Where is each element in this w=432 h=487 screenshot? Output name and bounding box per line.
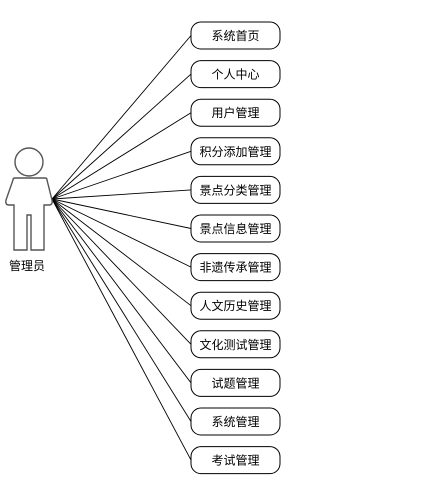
use-case-label: 景点信息管理 <box>199 221 271 236</box>
association-line <box>51 198 192 345</box>
association-line <box>51 198 192 422</box>
use-case: 个人中心 <box>190 60 281 89</box>
actor-label: 管理员 <box>9 258 45 273</box>
use-case: 系统首页 <box>190 21 281 50</box>
use-case-box <box>190 407 281 436</box>
use-case-box <box>190 291 281 320</box>
association-line <box>51 198 192 229</box>
use-case-label: 景点分类管理 <box>199 182 271 197</box>
use-case-label: 文化测试管理 <box>199 337 271 352</box>
use-case: 系统管理 <box>190 407 281 436</box>
use-case: 积分添加管理 <box>190 137 281 166</box>
association-line <box>51 198 192 384</box>
use-case-label: 积分添加管理 <box>199 144 271 159</box>
use-case-box <box>190 330 281 359</box>
association-lines <box>51 35 192 461</box>
use-case-label: 试题管理 <box>211 375 259 390</box>
association-line <box>51 35 192 200</box>
use-case-box <box>190 446 281 475</box>
association-line <box>51 112 192 200</box>
use-case-label: 考试管理 <box>211 453 259 468</box>
use-case-label: 个人中心 <box>211 67 259 82</box>
association-line <box>51 198 192 268</box>
use-case-box <box>190 21 281 50</box>
use-case-box <box>190 253 281 282</box>
use-case-box <box>190 175 281 204</box>
use-case: 人文历史管理 <box>190 291 281 320</box>
use-case-box <box>190 137 281 166</box>
use-case: 景点信息管理 <box>190 214 281 243</box>
use-case: 文化测试管理 <box>190 330 281 359</box>
use-case-list: 系统首页个人中心用户管理积分添加管理景点分类管理景点信息管理非遗传承管理人文历史… <box>190 21 281 475</box>
use-case-box <box>190 368 281 397</box>
use-case-box <box>190 60 281 89</box>
use-case-box <box>190 98 281 127</box>
actor-head <box>14 147 44 177</box>
use-case: 非遗传承管理 <box>190 253 281 282</box>
use-case-label: 用户管理 <box>211 105 259 120</box>
use-case-label: 人文历史管理 <box>199 298 271 313</box>
use-case: 考试管理 <box>190 446 281 475</box>
admin-actor: 管理员 <box>5 147 53 273</box>
association-line <box>51 198 192 461</box>
actor-body <box>5 177 53 251</box>
use-case-label: 非遗传承管理 <box>199 260 271 275</box>
association-line <box>51 198 192 307</box>
association-line <box>51 73 192 200</box>
use-case-label: 系统首页 <box>211 29 259 43</box>
association-line <box>51 150 192 200</box>
association-line <box>51 189 192 200</box>
use-case-label: 系统管理 <box>211 414 259 429</box>
use-case: 试题管理 <box>190 368 281 397</box>
use-case: 景点分类管理 <box>190 175 281 204</box>
use-case: 用户管理 <box>190 98 281 127</box>
use-case-box <box>190 214 281 243</box>
